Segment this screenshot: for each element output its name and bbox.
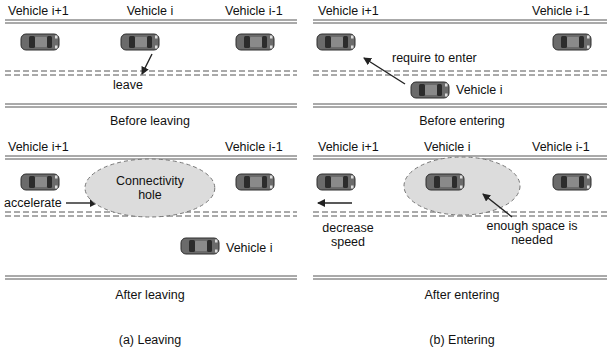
vehicle-label: Vehicle i+1 [8, 140, 69, 154]
note-label: enough space is needed [485, 219, 580, 247]
hole-ellipse: Connectivity hole [84, 158, 216, 218]
action-label: leave [113, 78, 143, 92]
space-ellipse [404, 157, 520, 215]
node-text: Connectivity hole [108, 174, 192, 202]
stage-caption: After entering [424, 288, 499, 302]
vehicle-label: Vehicle i [424, 140, 471, 154]
vehicle-label: Vehicle i+1 [318, 140, 379, 154]
action-label: accelerate [4, 196, 62, 210]
vehicle-label: Vehicle i [456, 83, 503, 97]
vehicle-label: Vehicle i [127, 4, 174, 18]
stage-caption: After leaving [115, 288, 184, 302]
vehicle-label: Vehicle i-1 [225, 140, 283, 154]
vehicle-label: Vehicle i-1 [532, 140, 590, 154]
panel-caption: (b) Entering [429, 333, 494, 347]
vehicle-label: Vehicle i-1 [532, 4, 590, 18]
vehicle-label: Vehicle i-1 [225, 4, 283, 18]
stage-caption: Before entering [419, 114, 504, 128]
vehicle-label: Vehicle i [226, 241, 273, 255]
vehicle-label: Vehicle i+1 [8, 4, 69, 18]
stage-caption: Before leaving [110, 114, 190, 128]
vehicle-label: Vehicle i+1 [318, 4, 379, 18]
action-label: decrease speed [313, 221, 383, 249]
panel-caption: (a) Leaving [119, 333, 182, 347]
action-label: require to enter [392, 51, 477, 65]
